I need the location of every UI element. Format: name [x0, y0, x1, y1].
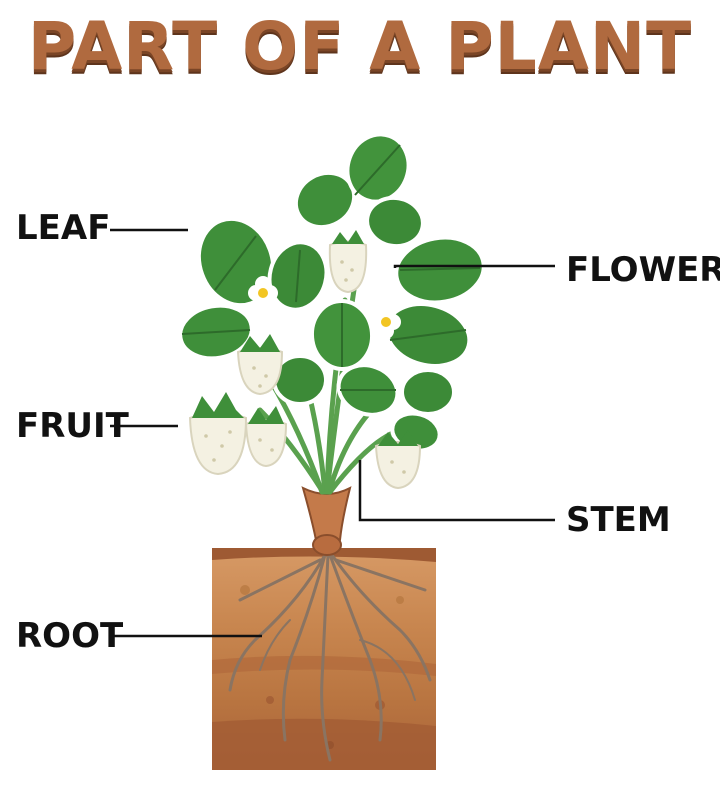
label-fruit: FRUIT: [16, 406, 129, 446]
fruit-seeds: [204, 260, 406, 474]
fruit-caps: [192, 230, 418, 446]
page-title: PART OF A PLANT: [27, 8, 693, 85]
stem-leader-line: [358, 460, 555, 522]
flower-2: [371, 305, 401, 339]
leader-lines: [110, 228, 555, 638]
label-flower: FLOWER: [566, 250, 720, 290]
flower-1: [248, 276, 278, 311]
label-leaf: LEAF: [16, 208, 111, 248]
flower-leader-line: [393, 264, 555, 268]
leaf-veins: [181, 144, 481, 391]
plant-base: [301, 486, 352, 556]
label-stem: STEM: [566, 500, 671, 540]
label-root: ROOT: [16, 616, 124, 656]
roots: [228, 553, 432, 762]
